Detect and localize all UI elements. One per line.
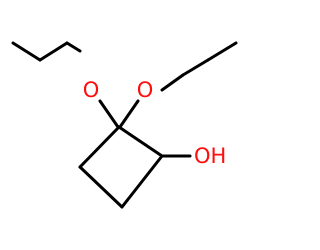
atom-label-o-right: O	[137, 78, 154, 102]
bond-ring-c2-c3	[120, 154, 164, 209]
atom-label-hydroxyl: OH	[194, 144, 226, 168]
molecule-structure-diagram: O O OH	[11, 41, 238, 209]
bond-ethyl-left-ch2-o	[65, 41, 82, 53]
bond-ethyl-left-ch3-ch2	[11, 41, 42, 62]
bond-ethyl-left-ch2-ch2b	[38, 41, 69, 62]
bond-ring-c3-c4	[78, 165, 124, 209]
bond-ethyl-right-ch3	[206, 41, 238, 62]
bond-ring-c4-c1	[78, 125, 121, 169]
bond-ethyl-right-ch2-ch2	[181, 58, 210, 77]
bond-ring-c1-c2	[117, 125, 164, 158]
bond-o-left-to-c1	[98, 99, 120, 129]
bond-ethyl-right-o-ch2	[160, 73, 185, 92]
bond-o-right-to-c1	[118, 99, 140, 129]
atom-label-o-left: O	[83, 78, 100, 102]
